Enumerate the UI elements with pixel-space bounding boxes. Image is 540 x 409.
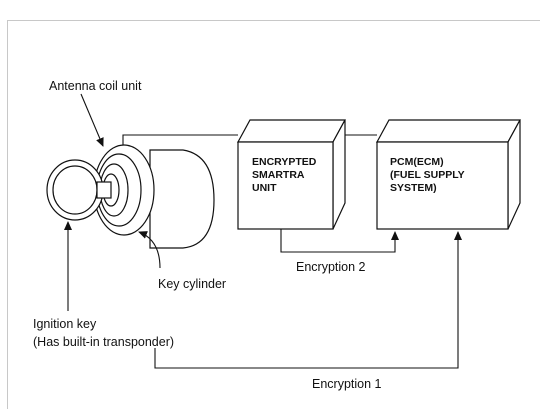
connection-lines [64, 93, 462, 369]
encryption-1-arrow [154, 231, 462, 369]
encryption-1-label: Encryption 1 [312, 377, 382, 391]
smartra-line-1: ENCRYPTED [252, 156, 317, 168]
pcm-line-3: SYSTEM) [390, 182, 437, 194]
antenna-to-smartra-line [122, 134, 238, 145]
frame-left-border [7, 20, 8, 409]
smartra-unit-box [236, 119, 347, 230]
key-cylinder-drawing [93, 144, 215, 249]
transponder-label: (Has built-in transponder) [33, 335, 174, 349]
encryption-2-arrow [280, 229, 399, 253]
ignition-key-label: Ignition key [33, 317, 97, 331]
key-cylinder-pointer [138, 231, 161, 269]
pcm-box [375, 119, 522, 230]
pcm-line-1: PCM(ECM) [390, 156, 444, 168]
key-cylinder-label: Key cylinder [158, 277, 226, 291]
smartra-line-3: UNIT [252, 182, 277, 194]
smartra-line-2: SMARTRA [252, 169, 305, 181]
frame-top-border [7, 20, 540, 21]
antenna-pointer [80, 93, 104, 147]
pcm-line-2: (FUEL SUPPLY [390, 169, 465, 181]
ignition-key-drawing [46, 159, 112, 221]
antenna-coil-label: Antenna coil unit [49, 79, 142, 93]
encryption-2-label: Encryption 2 [296, 260, 366, 274]
